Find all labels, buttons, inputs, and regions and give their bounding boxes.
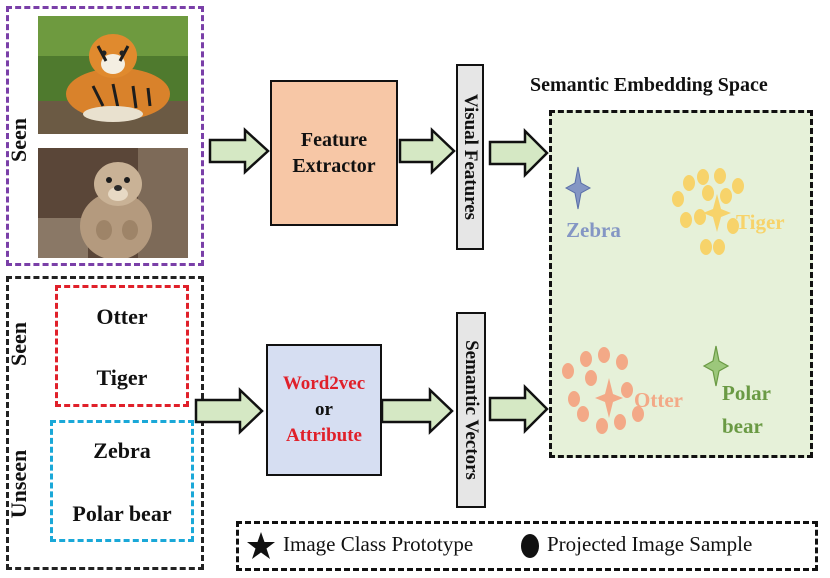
unseen-class-zebra: Zebra bbox=[93, 438, 151, 463]
semantic-model-attribute: Attribute bbox=[286, 425, 362, 446]
feature-extractor-line1: Feature bbox=[300, 129, 368, 151]
seen-classes-box bbox=[55, 285, 189, 407]
feature-extractor-line2: Extractor bbox=[292, 155, 376, 177]
semantic-model-or: or bbox=[315, 399, 333, 420]
arrow-semantic-to-vectors bbox=[380, 387, 454, 435]
feature-extractor-box: Feature Extractor bbox=[270, 80, 398, 226]
otter-prototype-star bbox=[595, 378, 623, 418]
arrow-classes-to-semantic bbox=[194, 387, 264, 435]
otter-class-label: Otter bbox=[634, 388, 683, 412]
seen-class-tiger: Tiger bbox=[96, 365, 148, 390]
seen-images-panel bbox=[6, 6, 204, 266]
legend-sample-label: Projected Image Sample bbox=[547, 532, 753, 556]
semantic-model-word2vec: Word2vec bbox=[282, 373, 366, 394]
legend-sample-dot-icon bbox=[521, 534, 539, 558]
tiger-prototype-star bbox=[703, 194, 731, 232]
arrow-extractor-to-visual bbox=[398, 127, 456, 175]
polar-bear-prototype-star bbox=[702, 345, 730, 387]
otter-samples bbox=[562, 347, 644, 434]
arrow-vectors-to-embedding bbox=[488, 383, 549, 435]
unseen-class-polar-bear: Polar bear bbox=[72, 501, 172, 526]
legend-prototype-label: Image Class Prototype bbox=[283, 532, 474, 556]
seen-class-otter: Otter bbox=[96, 304, 148, 329]
otter-image bbox=[38, 148, 188, 258]
embedding-space-panel bbox=[549, 110, 813, 458]
polar-bear-class-label-line1: Polar bbox=[722, 381, 771, 405]
unseen-classes-box bbox=[50, 420, 194, 542]
legend-prototype-star-icon bbox=[247, 532, 275, 559]
semantic-vectors-bar: Semantic Vectors bbox=[456, 312, 486, 508]
embedding-space-title: Semantic Embedding Space bbox=[530, 74, 768, 96]
polar-bear-class-label-line2: bear bbox=[722, 414, 763, 438]
zebra-class-label: Zebra bbox=[566, 218, 621, 242]
legend-box bbox=[236, 521, 818, 571]
tiger-image bbox=[38, 16, 188, 134]
arrow-images-to-extractor bbox=[208, 127, 270, 175]
visual-features-bar: Visual Features bbox=[456, 64, 484, 250]
arrow-visual-to-embedding bbox=[488, 127, 549, 179]
zebra-prototype-star bbox=[564, 166, 592, 210]
semantic-model-box: Word2vec or Attribute bbox=[266, 344, 382, 476]
tiger-class-label: Tiger bbox=[736, 210, 785, 234]
